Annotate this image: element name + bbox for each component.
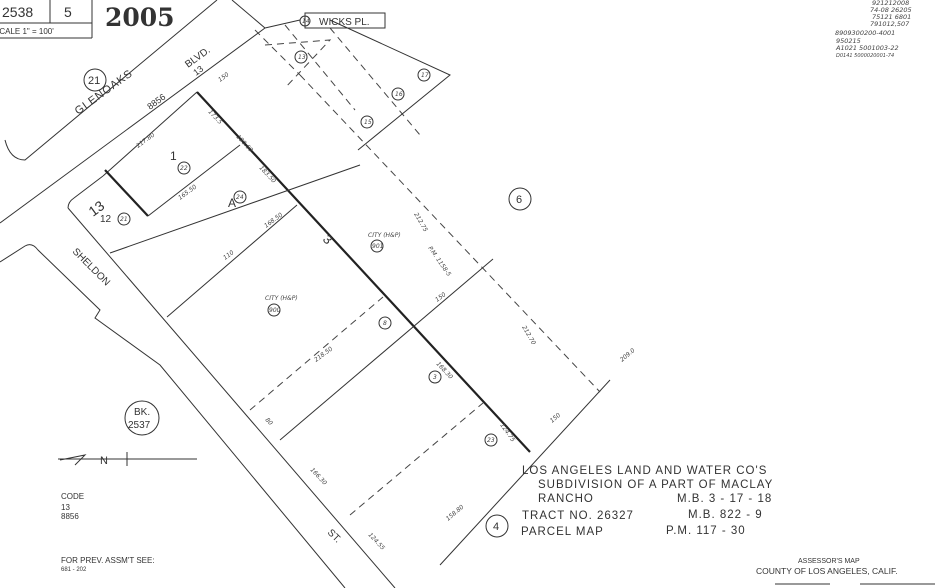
block-a: A	[228, 196, 236, 210]
parcel-21: 21	[120, 216, 128, 223]
map-number: 2005	[105, 3, 175, 32]
dimension: 124.55	[367, 532, 387, 552]
revision-code: 950215	[836, 37, 861, 45]
dimension: 150	[549, 412, 562, 425]
dimension: 209.0	[619, 347, 637, 364]
dimension: 212.70	[520, 325, 537, 347]
block-21: 21	[88, 75, 100, 87]
subdivision-block: LOS ANGELES LAND AND WATER CO'S SUBDIVIS…	[521, 465, 773, 538]
dimension: 158.80	[445, 504, 466, 523]
block-4: 4	[493, 521, 499, 533]
dimension: 80	[264, 417, 274, 427]
parcel-3: 3	[433, 374, 437, 381]
parcel-22: 22	[180, 165, 188, 172]
footer-line2: COUNTY OF LOS ANGELES, CALIF.	[756, 566, 898, 576]
parcel-numbers: 14 13 15 16 17 22 24 21 8 3 23 900 901 C…	[117, 15, 498, 447]
revision-code: 8909300200-4001	[835, 29, 895, 37]
parcel-14: 14	[302, 18, 310, 25]
wicks-pl-box	[304, 12, 386, 29]
dimension: 212.75	[412, 212, 429, 234]
prev-assessment-label: FOR PREV. ASSM'T SEE:	[61, 556, 155, 565]
parcel-lines	[102, 12, 611, 566]
revision-codes: 921212008 74-08 26205 75121 6801 791012,…	[835, 0, 912, 59]
footer-line1: ASSESSOR'S MAP	[798, 558, 860, 565]
street-label-sheldon: SHELDON	[70, 246, 112, 288]
street-code: 8856	[145, 92, 167, 112]
subdivision-rancho: RANCHO	[538, 493, 594, 505]
parcel-map-pm: P.M. 117 - 30	[666, 525, 746, 537]
owner-label: CITY (H&P)	[368, 232, 401, 239]
north-arrow-icon: N	[58, 452, 197, 467]
street-label-glenoaks: GLENOAKS	[73, 67, 135, 117]
code-label: CODE	[61, 492, 84, 501]
street-code-13: 13	[191, 64, 205, 78]
street-label-wicks: WICKS PL.	[319, 17, 370, 28]
dimension: 190.60	[235, 134, 255, 154]
dimension: 218.50	[313, 346, 334, 364]
dimension: 217.80	[135, 132, 156, 150]
subdivision-mb: M.B. 3 - 17 - 18	[677, 493, 772, 505]
header-box: 2538 5 SCALE 1" = 100' 2005	[0, 0, 175, 39]
page-number: 5	[64, 4, 72, 20]
parcel-13: 13	[298, 54, 306, 61]
north-label: N	[100, 455, 108, 467]
parcel-24: 24	[236, 194, 244, 201]
owner-label: CITY (H&P)	[265, 295, 298, 302]
dimension: 168.50	[263, 212, 284, 230]
block-6: 6	[516, 194, 522, 206]
dimension: 150	[217, 71, 231, 84]
parcel-map-label: PARCEL MAP	[521, 526, 604, 538]
parcel-15: 15	[364, 119, 372, 126]
dimension: 165.50	[177, 184, 198, 202]
parcel-23: 23	[487, 437, 495, 444]
parcel-900: 900	[269, 307, 281, 314]
parcel-17: 17	[421, 72, 429, 79]
revision-code: D0141 5000020001-74	[836, 53, 894, 59]
code-line1: 13	[61, 503, 70, 512]
subdivision-line1: LOS ANGELES LAND AND WATER CO'S	[522, 465, 767, 477]
scale-label: SCALE 1" = 100'	[0, 27, 54, 36]
dimension: 150	[434, 291, 448, 304]
revision-code: 75121 6801	[872, 13, 911, 21]
revision-code: 791012,507	[870, 20, 910, 28]
bk-number: 2537	[128, 420, 151, 431]
street-label-st: ST.	[325, 527, 343, 545]
parcel-901: 901	[372, 243, 383, 250]
dimension: 168.30	[435, 361, 455, 381]
dimension: P.M. 1158-5	[426, 245, 452, 278]
parcel-8: 8	[383, 320, 387, 327]
revision-code: 74-08 26205	[870, 6, 912, 14]
prev-assessment-value: 681 - 202	[61, 567, 87, 573]
tract-number: TRACT NO. 26327	[522, 510, 634, 522]
tract-mb: M.B. 822 - 9	[688, 509, 763, 521]
bk-label: BK.	[134, 407, 150, 418]
revision-code: A1021 5001003-22	[835, 44, 899, 52]
book-number: 2538	[2, 4, 33, 20]
parcel-16: 16	[395, 91, 403, 98]
dimension: 173.5	[207, 109, 224, 126]
revision-code: 921212008	[872, 0, 909, 7]
code-line2: 8856	[61, 512, 79, 521]
block-12: 12	[100, 214, 112, 225]
subdivision-line2: SUBDIVISION OF A PART OF MACLAY	[538, 479, 773, 491]
street-lines	[0, 0, 396, 588]
block-1: 1	[170, 149, 177, 163]
dimension: 166.30	[309, 467, 329, 487]
